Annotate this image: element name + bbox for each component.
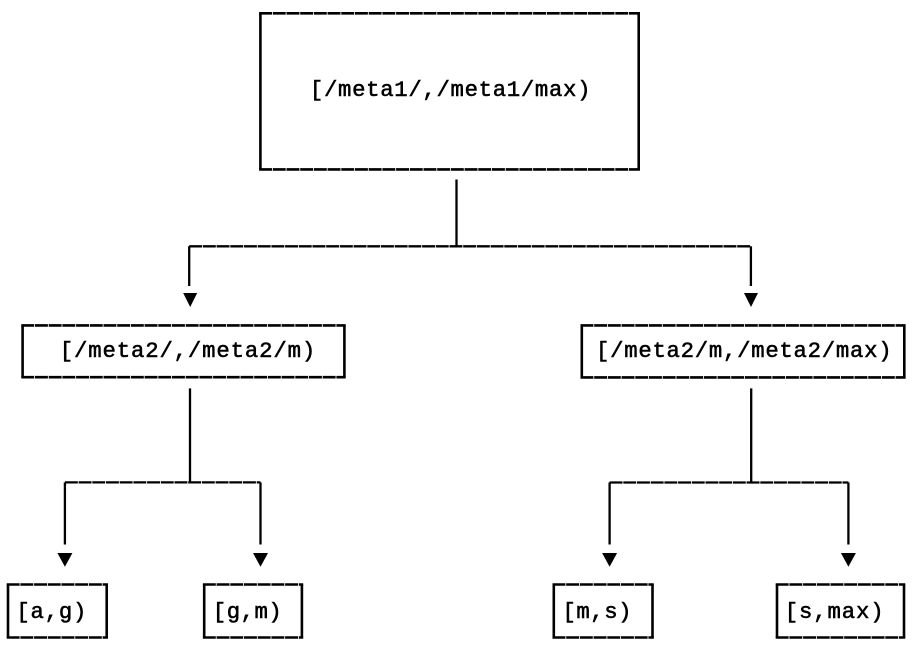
svg-text:[/meta2/,/meta2/m): [/meta2/,/meta2/m) — [60, 338, 316, 364]
svg-text:[/meta2/m,/meta2/max): [/meta2/m,/meta2/max) — [596, 338, 892, 364]
svg-text:[s,max): [s,max) — [785, 599, 884, 625]
svg-text:[g,m): [g,m) — [213, 599, 282, 625]
svg-text:[/meta1/,/meta1/max): [/meta1/,/meta1/max) — [310, 77, 591, 103]
svg-text:[a,g): [a,g) — [16, 599, 86, 625]
svg-text:[m,s): [m,s) — [563, 599, 632, 625]
